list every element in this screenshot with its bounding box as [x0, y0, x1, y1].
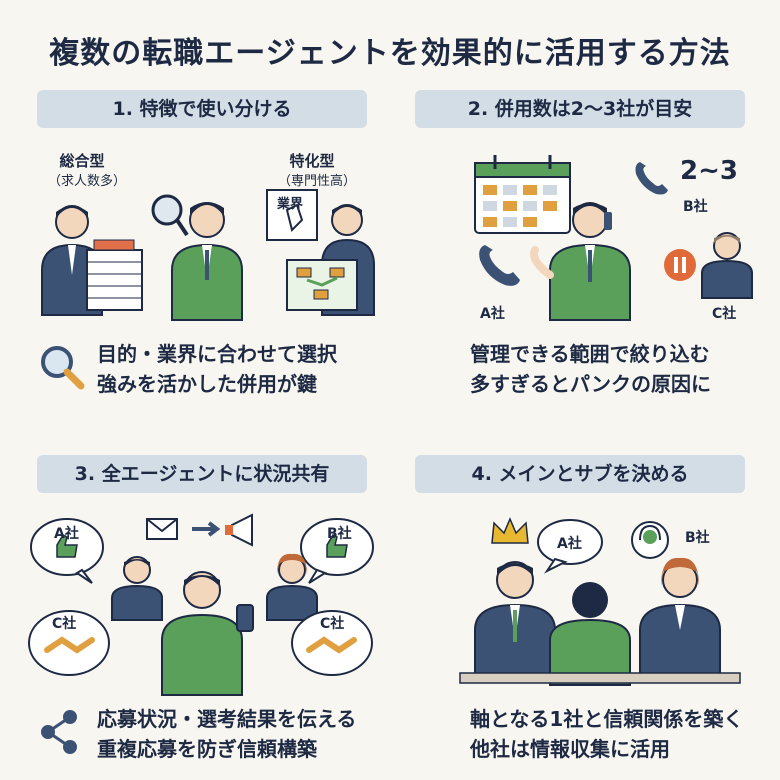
panel-header: 4. メインとサブを決める: [415, 455, 745, 493]
agent-with-map-icon: [266, 189, 375, 316]
agent-c-icon: [701, 232, 753, 299]
handshake-bubble-icon: [291, 610, 373, 676]
agent-with-magnifier-icon: [151, 194, 243, 321]
panel-main-and-sub: 4. メインとサブを決める A社 B社: [400, 455, 760, 775]
thumbs-up-bubble-icon: [300, 518, 374, 584]
map-label: 業界: [276, 197, 303, 212]
summary-line-1: 応募状況・選考結果を伝える: [97, 707, 357, 731]
panel-illustration: A社 B社: [22, 505, 382, 696]
summary-line-1: 管理できる範囲で絞り込む: [470, 342, 710, 366]
main-agent-icon: [474, 561, 556, 681]
panel-illustration: 2~3 B社 A社 C社: [400, 140, 760, 322]
panel-header: 1. 特徴で使い分ける: [37, 90, 367, 128]
pause-icon: [664, 249, 696, 281]
company-a-label: A社: [480, 306, 505, 322]
mail-arrow-megaphone-icon: [146, 513, 253, 547]
general-type-label: 総合型: [59, 152, 105, 170]
company-b-label: B社: [685, 530, 710, 546]
sub-agent-icon: [639, 557, 721, 681]
share-icon: [41, 710, 77, 754]
panel-header: 3. 全エージェントに状況共有: [37, 455, 367, 493]
calendar-icon: [474, 155, 571, 234]
panel-usage-by-feature: 1. 特徴で使い分ける 総合型 （求人数多） 特化型 （専門性高）: [22, 90, 382, 410]
panel-share-status: 3. 全エージェントに状況共有 A社 B社: [22, 455, 382, 775]
company-c-label: C社: [712, 306, 737, 322]
company-c-right-label: C社: [320, 616, 345, 632]
agent-count: 2~3: [680, 156, 738, 186]
thumbs-up-bubble-icon: [30, 518, 104, 584]
company-a-label: A社: [557, 536, 582, 552]
summary-line-2: 強みを活かした併用が鍵: [97, 372, 317, 396]
panel-summary: 応募状況・選考結果を伝える 重複応募を防ぎ信頼構築: [22, 695, 382, 775]
headset-icon: [631, 521, 669, 559]
table-icon: [459, 672, 741, 684]
panel-summary: 目的・業界に合わせて選択 強みを活かした併用が鍵: [22, 330, 382, 410]
company-a-label: A社: [54, 526, 79, 542]
crown-icon: [491, 517, 529, 544]
panel-illustration: 総合型 （求人数多） 特化型 （専門性高）: [22, 140, 382, 321]
female-agent-icon: [266, 553, 318, 621]
job-seeker-back-icon: [549, 582, 631, 686]
company-b-label: B社: [327, 526, 352, 542]
panel-summary: 軸となる1社と信頼関係を築く 他社は情報収集に活用: [400, 695, 760, 775]
agent-icon: [111, 556, 163, 621]
speech-bubble-icon: [537, 519, 603, 574]
company-c-left-label: C社: [52, 616, 77, 632]
agent-on-phone-icon: [530, 202, 631, 321]
company-b-label: B社: [683, 199, 708, 215]
handshake-bubble-icon: [28, 610, 110, 676]
agent-with-documents-icon: [41, 205, 143, 316]
summary-line-2: 多すぎるとパンクの原因に: [470, 372, 711, 396]
general-type-sublabel: （求人数多）: [47, 174, 126, 189]
magnifier-icon: [41, 346, 85, 390]
summary-line-1: 軸となる1社と信頼関係を築く: [470, 707, 744, 731]
specialized-type-sublabel: （専門性高）: [277, 174, 356, 189]
summary-line-1: 目的・業界に合わせて選択: [97, 342, 337, 366]
summary-line-2: 重複応募を防ぎ信頼構築: [97, 737, 317, 761]
panel-number-of-agents: 2. 併用数は2〜3社が目安 2~3 B社: [400, 90, 760, 410]
panel-header: 2. 併用数は2〜3社が目安: [415, 90, 745, 128]
summary-line-2: 他社は情報収集に活用: [470, 737, 670, 761]
page-title: 複数の転職エージェントを効果的に活用する方法: [49, 36, 731, 71]
specialized-type-label: 特化型: [289, 152, 335, 170]
phone-icon: [479, 245, 520, 286]
job-seeker-icon: [161, 571, 254, 696]
phone-icon: [635, 162, 668, 195]
panel-summary: 管理できる範囲で絞り込む 多すぎるとパンクの原因に: [400, 330, 760, 410]
panel-illustration: A社 B社: [400, 505, 760, 686]
